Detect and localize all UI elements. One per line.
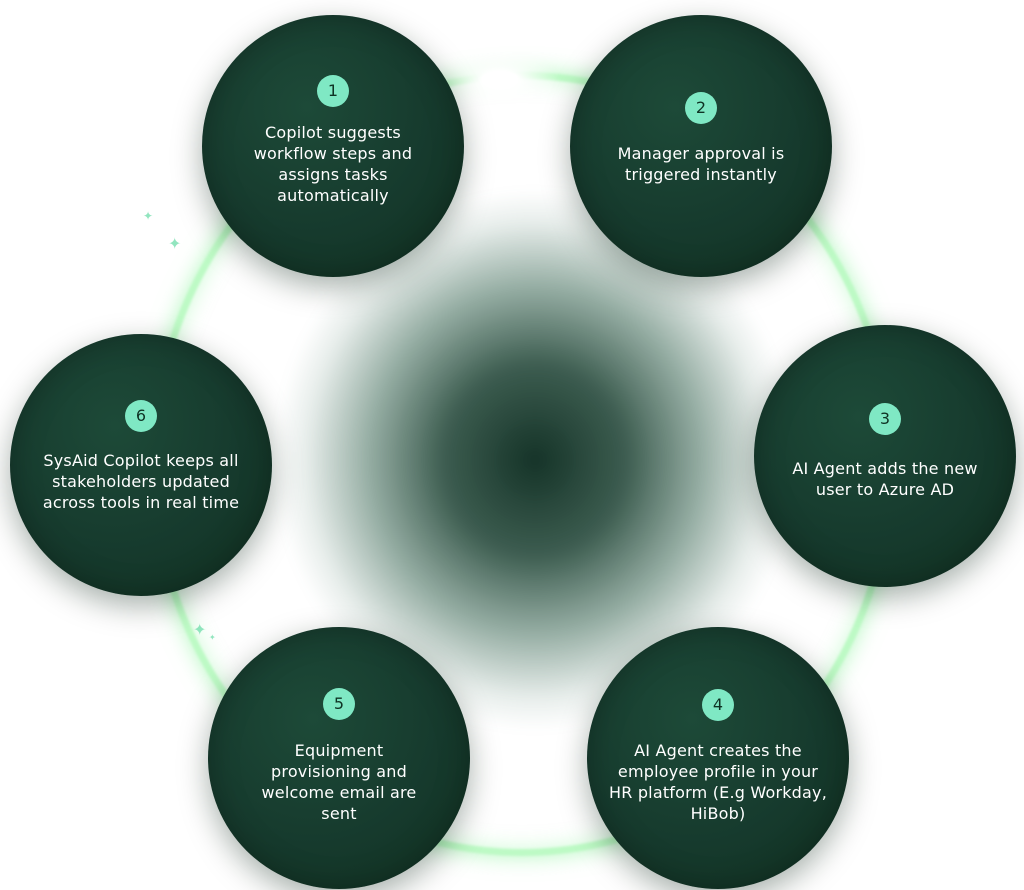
step-description: Equipment provisioning and welcome email… xyxy=(261,741,417,823)
sparkle-icon: ✦ xyxy=(143,209,154,223)
step-number-badge: 2 xyxy=(685,92,717,124)
sparkle-icon: ✦ xyxy=(209,633,216,642)
step-node-6: 6 SysAid Copilot keeps all stakeholders … xyxy=(10,334,272,596)
step-node-5: 5 Equipment provisioning and welcome ema… xyxy=(208,627,470,889)
step-number-badge: 5 xyxy=(323,688,355,720)
ring-gap xyxy=(440,50,560,110)
sparkle-icon: ✦ xyxy=(193,620,207,639)
step-node-4: 4 AI Agent creates the employee profile … xyxy=(587,627,849,889)
step-description: AI Agent creates the employee profile in… xyxy=(608,741,827,823)
step-description: Manager approval is triggered instantly xyxy=(617,144,785,184)
step-node-3: 3 AI Agent adds the new user to Azure AD xyxy=(754,325,1016,587)
sparkle-icon: ✦ xyxy=(168,234,182,253)
step-description: Copilot suggests workflow steps and assi… xyxy=(253,123,413,205)
step-number-badge: 3 xyxy=(869,403,901,435)
step-number-badge: 4 xyxy=(702,689,734,721)
step-node-1: 1 Copilot suggests workflow steps and as… xyxy=(202,15,464,277)
step-number-badge: 6 xyxy=(125,400,157,432)
step-node-2: 2 Manager approval is triggered instantl… xyxy=(570,15,832,277)
step-description: AI Agent adds the new user to Azure AD xyxy=(792,459,978,499)
step-description: SysAid Copilot keeps all stakeholders up… xyxy=(42,451,240,512)
step-number-badge: 1 xyxy=(317,75,349,107)
